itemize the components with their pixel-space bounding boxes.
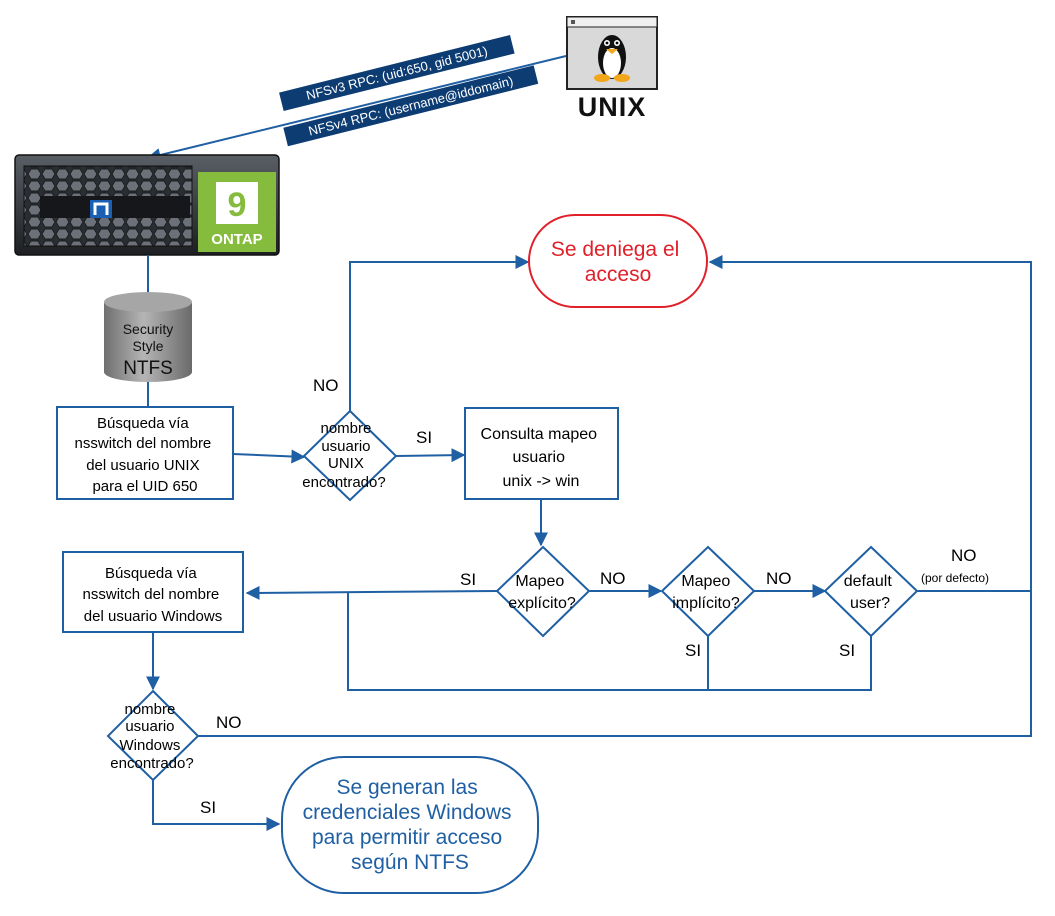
lookup-windows-text: Búsqueda vía nsswitch del nombre del usu… (83, 565, 224, 625)
deny-access-text: Se deniega el acceso (551, 238, 685, 286)
implicit-mapping-text: Mapeo implícito? (672, 573, 740, 612)
ontap-storage-system: 9 ONTAP (14, 154, 280, 256)
security-style-volume: Security Style NTFS (104, 292, 192, 382)
explicit-yes-arrow (245, 585, 498, 600)
mapping-query-box (464, 407, 619, 500)
default-no-to-deny-arrow (708, 255, 1032, 592)
unix-logo-text: UNIX (578, 92, 647, 122)
rpc-connection-arrow (146, 55, 567, 162)
credentials-box (281, 756, 539, 894)
unix-found-arrow (395, 448, 466, 463)
ontap-label: ONTAP (211, 231, 262, 248)
unix-window-titlebar (566, 16, 658, 28)
unix-client: UNIX (566, 16, 658, 122)
si-implicit-label: SI (685, 641, 701, 660)
default-yes-loop-line (708, 636, 872, 691)
windows-not-found-line (198, 591, 1032, 737)
lookup-windows-box (62, 551, 244, 633)
mapping-query-text: Consulta mapeo usuario unix -> win (481, 426, 602, 490)
no-implicit-label: NO (766, 569, 792, 588)
windows-found-text: nombre usuario Windows encontrado? (110, 701, 193, 772)
ontap-number-tile (216, 182, 258, 224)
ontap-version-number: 9 (228, 186, 247, 224)
default-user-decision (823, 545, 919, 638)
si-unix-label: SI (416, 428, 432, 447)
deny-access-box (528, 214, 708, 308)
lookup-unix-text: Búsqueda vía nsswitch del nombre del usu… (75, 415, 216, 495)
explicit-mapping-text: Mapeo explícito? (508, 573, 576, 612)
explicit-mapping-decision (495, 545, 591, 638)
no-default-label: NO (951, 546, 977, 565)
linux-tux-icon (594, 35, 630, 82)
window-dot-icon (571, 20, 575, 24)
implicit-yes-loop-line (347, 592, 709, 691)
lookup-to-decision-arrow (232, 449, 306, 464)
unix-not-found-arrow (349, 255, 530, 411)
si-explicit-label: SI (460, 570, 476, 589)
no-default-note: (por defecto) (921, 571, 989, 585)
lookup-unix-box (56, 406, 234, 500)
unix-found-decision (302, 409, 398, 502)
credentials-text: Se generan las credenciales Windows para… (303, 776, 518, 874)
implicit-mapping-decision (660, 545, 756, 638)
no-explicit-label: NO (600, 569, 626, 588)
security-style-ntfs: NTFS (123, 358, 173, 379)
storage-handle (40, 196, 190, 218)
default-user-text: default user? (844, 573, 897, 612)
no-windows-label: NO (216, 713, 242, 732)
windows-found-arrow (152, 780, 281, 831)
security-style-line1: Security (123, 321, 174, 337)
si-windows-label: SI (200, 798, 216, 817)
security-style-line2: Style (132, 338, 163, 354)
netapp-logo-icon (90, 200, 112, 218)
si-default-label: SI (839, 641, 855, 660)
unix-found-text: nombre usuario UNIX encontrado? (302, 420, 385, 491)
no-unix-label: NO (313, 376, 339, 395)
